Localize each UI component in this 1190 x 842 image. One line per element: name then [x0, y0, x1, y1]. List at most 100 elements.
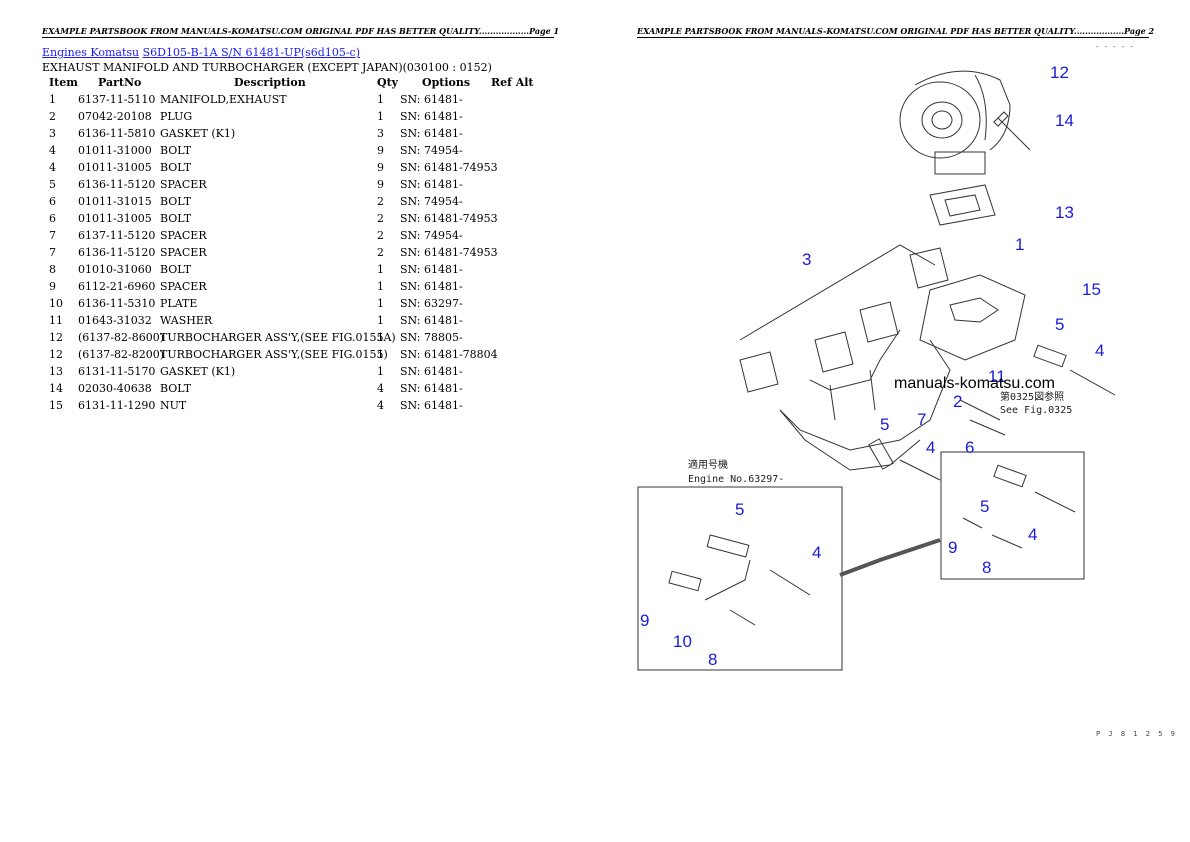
cell-partno: 01011-31015 — [78, 195, 152, 208]
cell-partno: 02030-40638 — [78, 382, 152, 395]
cell-partno: 01011-31000 — [78, 144, 152, 157]
cell-description: PLATE — [160, 297, 198, 310]
cell-options: SN: 61481- — [400, 178, 463, 191]
manifold-drawing — [779, 274, 1026, 471]
callout-label: 4 — [1028, 525, 1037, 544]
page-1-banner: EXAMPLE PARTSBOOK FROM MANUALS-KOMATSU.C… — [42, 26, 560, 38]
cell-options: SN: 61481- — [400, 382, 463, 395]
cell-item: 11 — [49, 314, 63, 327]
cell-qty: 2 — [377, 229, 384, 242]
cell-options: SN: 61481- — [400, 280, 463, 293]
cell-description: SPACER — [160, 229, 207, 242]
cell-description: MANIFOLD,EXHAUST — [160, 93, 287, 106]
gasket-3-drawing-c — [814, 331, 854, 373]
cell-partno: 01011-31005 — [78, 161, 152, 174]
cell-description: BOLT — [160, 144, 192, 157]
cell-partno: 6136-11-5120 — [78, 178, 156, 191]
inset-box-right — [940, 451, 1085, 580]
cell-item: 12 — [49, 348, 63, 361]
cell-options: SN: 61481- — [400, 93, 463, 106]
cell-partno: (6137-82-8200) — [78, 348, 165, 361]
cell-item: 15 — [49, 399, 63, 412]
cell-options: SN: 61481- — [400, 110, 463, 123]
callout-label: 10 — [673, 632, 692, 651]
cell-options: SN: 74954- — [400, 229, 463, 242]
cell-qty: 1 — [377, 297, 384, 310]
callout-label: 5 — [880, 415, 889, 434]
callout-label: 1 — [1015, 235, 1024, 254]
cell-qty: 4 — [377, 399, 384, 412]
cell-partno: (6137-82-8600) — [78, 331, 165, 344]
cell-options: SN: 61481- — [400, 127, 463, 140]
callout-label: 9 — [640, 611, 649, 630]
gasket-3-drawing-b — [859, 301, 899, 343]
cell-qty: 4 — [377, 382, 384, 395]
breadcrumb-link-engines[interactable]: Engines Komatsu — [42, 46, 140, 59]
cell-partno: 01011-31005 — [78, 212, 152, 225]
cell-description: PLUG — [160, 110, 193, 123]
cell-description: SPACER — [160, 246, 207, 259]
cell-qty: 9 — [377, 161, 384, 174]
cell-qty: 1 — [377, 93, 384, 106]
cell-partno: 6137-11-5110 — [78, 93, 156, 106]
cell-item: 9 — [49, 280, 56, 293]
cell-partno: 6112-21-6960 — [78, 280, 156, 293]
callout-label: 15 — [1082, 280, 1101, 299]
cell-description: NUT — [160, 399, 187, 412]
callout-label: 8 — [708, 650, 717, 669]
turbocharger-drawing — [899, 70, 1011, 175]
cell-partno: 6131-11-1290 — [78, 399, 156, 412]
cell-qty: 2 — [377, 246, 384, 259]
engine-no-label: Engine No.63297- — [688, 474, 784, 485]
header-qty: Qty — [377, 76, 399, 89]
header-refalt: Ref Alt — [491, 76, 534, 89]
cell-description: BOLT — [160, 195, 192, 208]
cell-options: SN: 61481- — [400, 314, 463, 327]
cell-qty: 1 — [377, 331, 384, 344]
cell-description: GASKET (K1) — [160, 127, 236, 140]
see-fig-jp: 第0325図参照 — [1000, 390, 1064, 403]
breadcrumb-link-model[interactable]: S6D105-B-1A S/N 61481-UP(s6d105-c) — [142, 46, 360, 59]
callout-label: 5 — [735, 500, 744, 519]
callout-label: 6 — [965, 438, 974, 457]
cell-options: SN: 61481- — [400, 263, 463, 276]
header-item: Item — [49, 76, 78, 89]
bolt-6-drawing — [969, 419, 1006, 436]
spacer-5-drawing — [1033, 344, 1067, 368]
cell-qty: 1 — [377, 365, 384, 378]
cell-qty: 3 — [377, 127, 384, 140]
cell-description: GASKET (K1) — [160, 365, 236, 378]
cell-qty: 1 — [377, 314, 384, 327]
cell-description: BOLT — [160, 263, 192, 276]
spacer-5b-drawing — [868, 438, 894, 470]
cell-partno: 6131-11-5170 — [78, 365, 156, 378]
cell-item: 12 — [49, 331, 63, 344]
cell-options: SN: 61481-78804 — [400, 348, 498, 361]
watermark: manuals-komatsu.com — [894, 375, 1055, 392]
cell-partno: 07042-20108 — [78, 110, 152, 123]
callout-label: 11 — [988, 367, 1006, 386]
header-options: Options — [422, 76, 471, 89]
cell-partno: 01643-31032 — [78, 314, 152, 327]
cell-qty: 1 — [377, 348, 384, 361]
cell-options: SN: 74954- — [400, 144, 463, 157]
bolt-2-drawing — [959, 399, 1001, 421]
bolt-4-drawing — [1069, 369, 1116, 396]
cell-qty: 2 — [377, 212, 384, 225]
gasket-3-drawing-d — [739, 351, 779, 393]
callout-label: 7 — [917, 410, 926, 429]
cell-item: 5 — [49, 178, 56, 191]
callout-label: 4 — [1095, 341, 1104, 360]
cell-description: TURBOCHARGER ASS'Y,(SEE FIG.0155) — [160, 348, 388, 361]
cell-description: SPACER — [160, 280, 207, 293]
cell-item: 10 — [49, 297, 63, 310]
cell-partno: 6136-11-5810 — [78, 127, 156, 140]
cell-partno: 6136-11-5120 — [78, 246, 156, 259]
header-partno: PartNo — [98, 76, 142, 89]
cell-item: 1 — [49, 93, 56, 106]
bolt-4b-drawing — [899, 459, 941, 481]
cell-qty: 9 — [377, 144, 384, 157]
gasket-3-drawing-a — [909, 247, 949, 289]
cell-item: 7 — [49, 246, 56, 259]
callout-label: 2 — [953, 392, 962, 411]
